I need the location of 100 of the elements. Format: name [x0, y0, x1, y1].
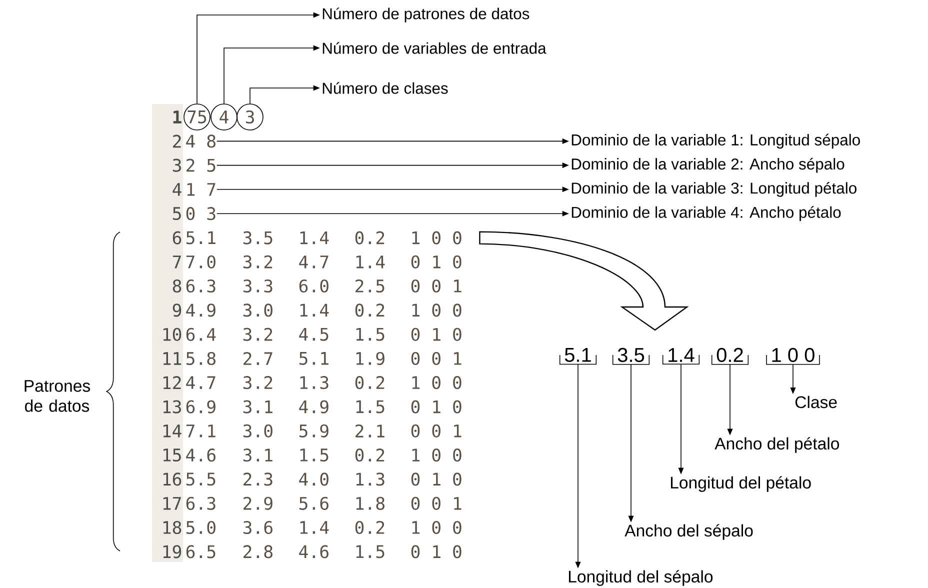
data-value: 2.9: [244, 496, 272, 510]
data-value: 4 8: [186, 134, 216, 148]
annotation-label: Dominio de la variable 1: Longitud sépalo: [572, 134, 860, 149]
data-value: 0 1 0: [411, 400, 462, 414]
data-value: 1 0 0: [412, 448, 462, 462]
annotation-label: Número de patrones de datos: [322, 8, 530, 22]
annotation-label: Dominio de la variable 2: Ancho sépalo: [572, 158, 844, 173]
description-label: Longitud del sépalo: [568, 570, 713, 586]
description-label: Longitud del pétalo: [670, 476, 811, 492]
data-value: 1.9: [356, 352, 384, 366]
data-value: 6.3: [186, 496, 216, 510]
data-value: 4.6: [299, 545, 328, 558]
data-value: 2.3: [244, 472, 272, 486]
data-value: 4.5: [299, 328, 328, 341]
data-value: 3.2: [243, 255, 272, 268]
data-value: 1.3: [356, 472, 384, 486]
line-number: 5: [173, 207, 181, 220]
data-value: 3.2: [243, 376, 272, 390]
data-value: 7.0: [186, 255, 216, 268]
data-value: 0 1 0: [411, 255, 462, 268]
data-value: 0 1 0: [411, 328, 462, 341]
data-value: 6.9: [186, 400, 216, 414]
data-value: 2.5: [356, 279, 384, 293]
line-number: 7: [172, 256, 181, 268]
line-number: 10: [163, 328, 182, 341]
bracketed-value: 1.4: [662, 348, 700, 365]
data-value: 5.1: [186, 231, 216, 244]
circled-value: 4: [210, 104, 238, 130]
data-value: 2.8: [244, 545, 272, 558]
data-value: 1.5: [356, 328, 384, 341]
line-number: 9: [172, 304, 182, 317]
data-value: 0.2: [355, 231, 384, 244]
data-value: 1 0 0: [412, 304, 462, 317]
data-value: 4.9: [186, 304, 216, 317]
line-number: 11: [163, 352, 182, 365]
data-value: 0 0 1: [411, 424, 462, 438]
line-number: 17: [163, 497, 181, 510]
data-value: 4.9: [299, 400, 328, 414]
line-number: 3: [172, 158, 181, 172]
block-arrow: [479, 231, 688, 331]
bracketed-value: 3.5: [612, 348, 650, 365]
data-value: 3.1: [243, 448, 272, 462]
data-value: 1.4: [300, 521, 329, 534]
data-value: 1.4: [300, 304, 329, 317]
annotation-label: Dominio de la variable 4: Ancho pétalo: [572, 206, 841, 222]
data-value: 5.6: [299, 496, 328, 510]
annotation-label: Dominio de la variable 3: Longitud pétalo: [572, 182, 856, 197]
description-label: Clase: [795, 396, 837, 408]
data-value: 4.7: [299, 256, 328, 268]
line-number: 12: [163, 376, 181, 390]
data-value: 1.4: [356, 256, 385, 268]
description-label: Ancho del sépalo: [624, 524, 753, 540]
data-value: 5.9: [299, 424, 328, 438]
line-number: 2: [173, 134, 181, 148]
data-value: 0.2: [355, 448, 384, 462]
description-label: Ancho del pétalo: [714, 437, 840, 453]
data-value: 1 7: [187, 183, 216, 196]
data-value: 7.1: [186, 424, 216, 438]
data-value: 3.0: [243, 424, 272, 438]
line-number: 18: [163, 520, 182, 534]
data-value: 3.0: [243, 304, 272, 317]
data-value: 3.3: [243, 279, 272, 293]
line-number: 19: [163, 545, 182, 558]
data-value: 0 0 1: [411, 496, 462, 510]
data-value: 4.6: [186, 448, 216, 462]
line-number: 8: [172, 279, 182, 293]
data-value: 5.5: [186, 472, 216, 486]
data-value: 0 0 1: [411, 279, 462, 293]
line-number: 15: [163, 448, 181, 462]
data-value: 1.5: [300, 448, 328, 462]
data-value: 4.0: [299, 472, 328, 486]
circled-value: 3: [236, 104, 264, 130]
data-value: 0.2: [355, 304, 384, 317]
data-value: 0 1 0: [411, 545, 462, 558]
data-value: 1.8: [356, 496, 384, 510]
data-value: 4.7: [186, 376, 216, 389]
data-value: 1 0 0: [412, 520, 462, 534]
data-value: 5.1: [299, 352, 328, 365]
data-value: 0 3: [186, 207, 216, 220]
line-number: 6: [172, 231, 182, 244]
data-value: 2 5: [186, 158, 216, 172]
annotation-label: Número de variables de entrada: [322, 42, 546, 54]
line-number: 1: [173, 110, 182, 124]
line-number: 4: [172, 183, 182, 196]
bracketed-value: 1 0 0: [766, 348, 820, 365]
data-value: 1 0 0: [412, 376, 462, 390]
data-value: 6.0: [299, 279, 328, 293]
data-value: 1.5: [356, 400, 384, 414]
data-value: 1.4: [300, 231, 329, 244]
line-number: 16: [163, 472, 182, 486]
circled-value: 75: [184, 104, 210, 130]
annotation-label: Número de clases: [322, 82, 448, 94]
data-value: 2.7: [244, 352, 272, 365]
data-value: 6.5: [186, 545, 216, 558]
data-value: 1 0 0: [412, 231, 462, 244]
data-value: 6.4: [186, 328, 216, 341]
bracketed-value: 0.2: [711, 348, 749, 365]
bracketed-value: 5.1: [559, 348, 597, 365]
data-value: 0 0 1: [411, 352, 462, 366]
data-value: 1.5: [356, 545, 384, 558]
